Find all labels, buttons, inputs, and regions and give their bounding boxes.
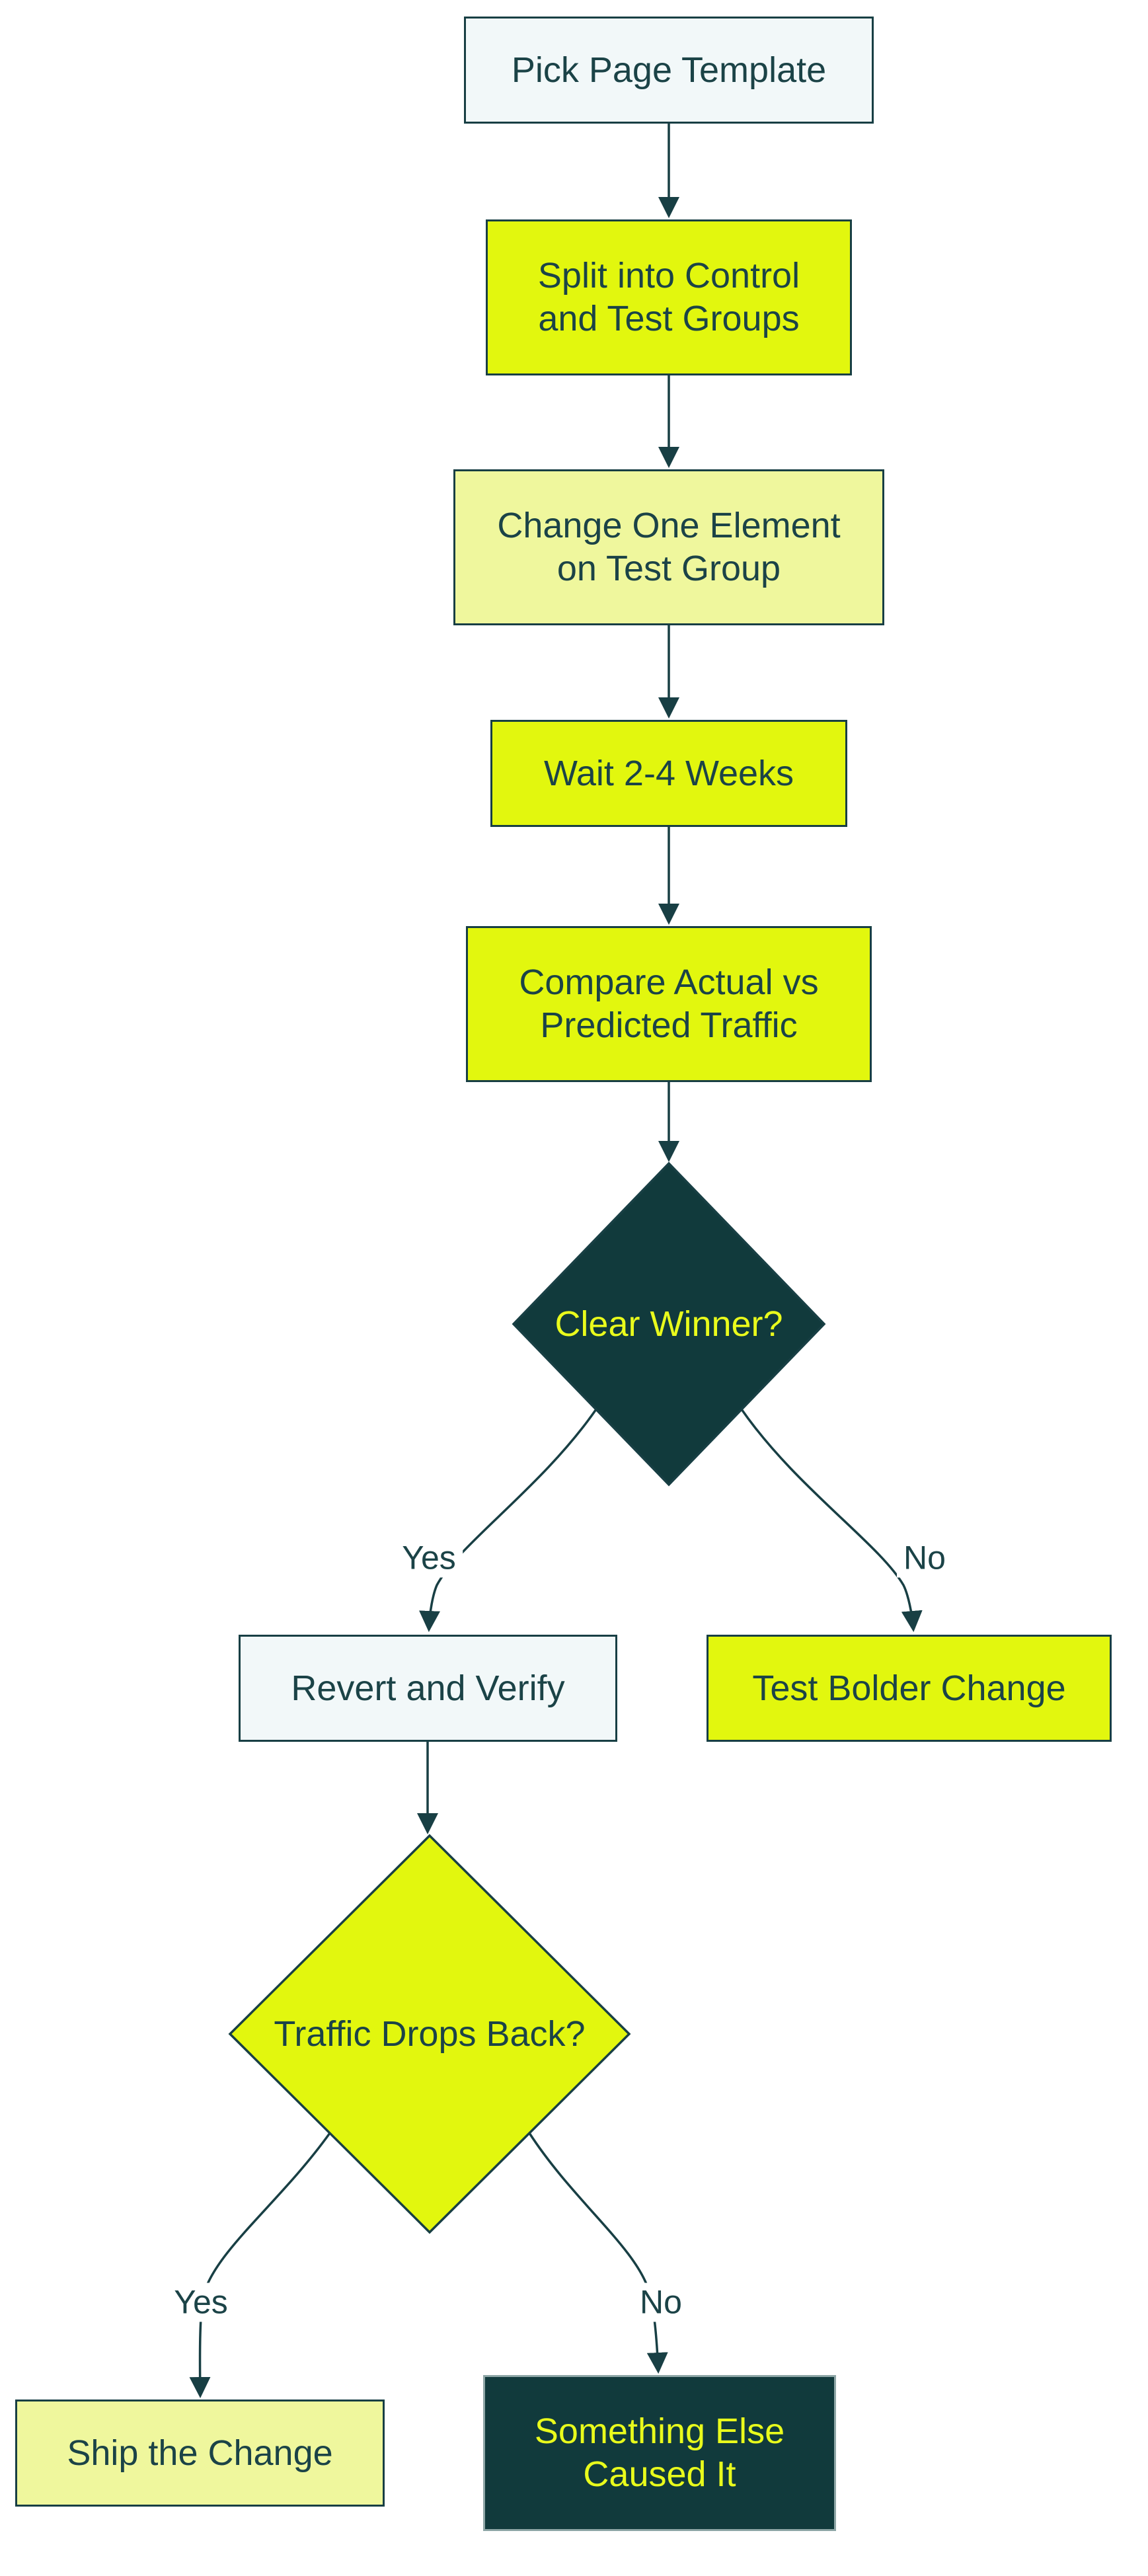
node-change-one-element: Change One Element on Test Group	[453, 469, 884, 625]
edge-label-winner-yes: Yes	[395, 1538, 463, 1578]
node-compare-traffic: Compare Actual vs Predicted Traffic	[466, 926, 872, 1082]
node-pick-page-template: Pick Page Template	[464, 17, 874, 124]
diamond-clear-winner-shape	[512, 1161, 826, 1487]
node-something-else: Something Else Caused It	[483, 2375, 836, 2531]
node-label: Compare Actual vs Predicted Traffic	[519, 962, 819, 1045]
edge-winner-revert-yes	[419, 1409, 597, 1632]
node-label: Change One Element on Test Group	[497, 506, 841, 588]
node-label: Pick Page Template	[511, 50, 827, 90]
diamond-traffic-drops-shape	[228, 1834, 631, 2234]
node-label: Revert and Verify	[291, 1668, 565, 1708]
edge-drops-else-no	[528, 2132, 668, 2374]
node-split-groups: Split into Control and Test Groups	[486, 219, 852, 375]
edge-drops-ship-yes	[189, 2132, 331, 2398]
node-wait-weeks: Wait 2-4 Weeks	[490, 720, 847, 827]
edge-label-drops-no: No	[633, 2283, 689, 2322]
edge-label-drops-yes: Yes	[167, 2283, 235, 2322]
edge-winner-bolder-no	[740, 1409, 923, 1632]
node-label: Split into Control and Test Groups	[537, 256, 800, 338]
edge-label-winner-no: No	[897, 1538, 952, 1578]
node-label: Wait 2-4 Weeks	[543, 753, 794, 793]
node-ship-the-change: Ship the Change	[15, 2400, 385, 2507]
node-label: Test Bolder Change	[752, 1668, 1066, 1708]
node-revert-and-verify: Revert and Verify	[239, 1635, 617, 1742]
node-test-bolder-change: Test Bolder Change	[707, 1635, 1112, 1742]
node-label: Ship the Change	[67, 2433, 333, 2473]
node-label: Something Else Caused It	[534, 2411, 785, 2494]
